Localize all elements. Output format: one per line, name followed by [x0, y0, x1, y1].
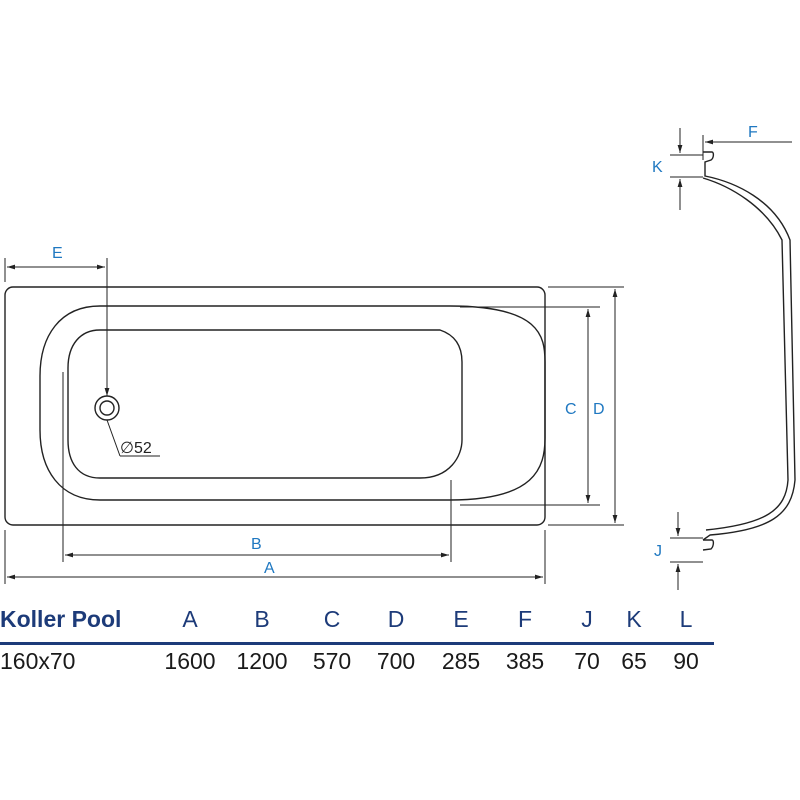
drain-outer: [94, 395, 120, 421]
dimension-c-label: C: [565, 401, 577, 418]
model-header: Koller Pool: [0, 606, 122, 632]
tub-side-profile: [702, 151, 796, 541]
dimension-k: [670, 128, 703, 210]
value-l: 90: [673, 648, 699, 674]
dimension-c: [460, 306, 600, 506]
column-header-b: B: [254, 606, 270, 632]
dimension-k-label: K: [652, 159, 663, 176]
top-view: [4, 286, 546, 526]
tub-rim: [4, 286, 546, 526]
tub-inner-outline: [39, 305, 546, 501]
value-d: 700: [376, 648, 416, 674]
dimension-a-label: A: [264, 560, 275, 577]
dimension-j: [670, 512, 703, 590]
tub-side-inner: [702, 177, 789, 531]
tub-basin-floor: [67, 329, 463, 479]
column-header-e: E: [453, 606, 469, 632]
model-name: 160x70: [0, 648, 76, 674]
tub-side-foot: [702, 539, 715, 551]
drain-inner: [99, 400, 115, 416]
side-view: [702, 151, 796, 551]
value-k: 65: [621, 648, 647, 674]
dimension-b-label: B: [251, 536, 262, 553]
dimension-b: [62, 372, 452, 562]
column-header-d: D: [387, 606, 405, 632]
value-f: 385: [505, 648, 545, 674]
dimension-f: [702, 135, 792, 160]
drain-diameter-label: ∅52: [120, 440, 152, 457]
dimension-d-label: D: [593, 401, 605, 418]
value-b: 1200: [236, 648, 288, 674]
column-header-a: A: [182, 606, 198, 632]
value-j: 70: [574, 648, 600, 674]
table-divider: [0, 642, 714, 645]
dimension-j-label: J: [654, 543, 662, 560]
dimension-e-label: E: [52, 245, 63, 262]
table-header-row: Koller Pool A B C D E F J K L: [0, 606, 720, 640]
column-header-l: L: [679, 606, 693, 632]
dimension-e: [4, 258, 108, 372]
table-row: 160x70 1600 1200 570 700 285 385 70 65 9…: [0, 648, 720, 682]
value-c: 570: [312, 648, 352, 674]
column-header-k: K: [626, 606, 642, 632]
dimension-a: [4, 530, 546, 584]
drain-callout: [104, 372, 160, 457]
value-e: 285: [441, 648, 481, 674]
dimension-f-label: F: [748, 124, 758, 141]
spec-table: Koller Pool A B C D E F J K L 160x70 160…: [0, 606, 720, 674]
dimension-d: [548, 286, 624, 526]
column-header-j: J: [581, 606, 593, 632]
column-header-f: F: [517, 606, 533, 632]
column-header-c: C: [323, 606, 341, 632]
value-a: 1600: [164, 648, 216, 674]
